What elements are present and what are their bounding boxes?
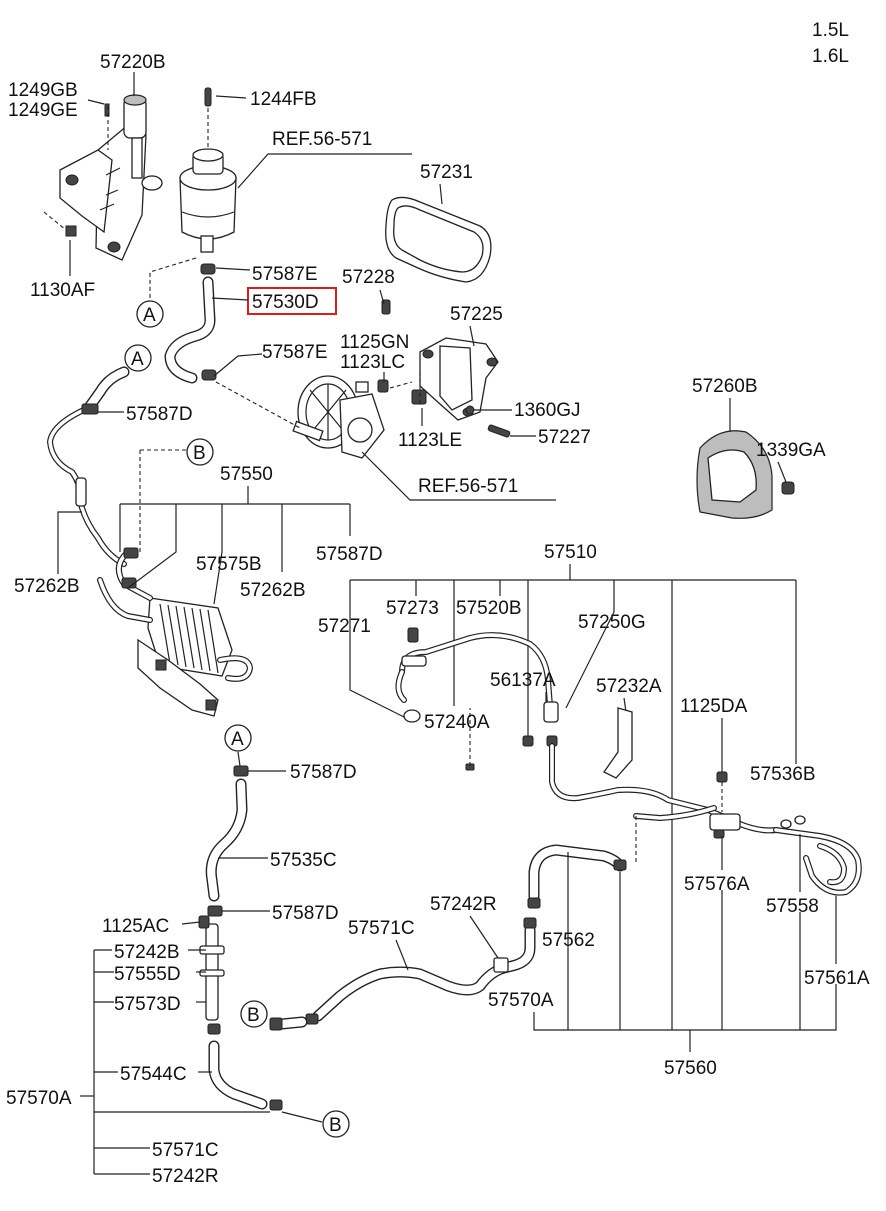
label-57587e-mid: 57587E bbox=[262, 342, 328, 363]
label-57550: 57550 bbox=[220, 464, 273, 485]
label-57576a: 57576A bbox=[684, 874, 750, 895]
label-57560: 57560 bbox=[664, 1058, 717, 1079]
label-57262b-left: 57262B bbox=[14, 576, 80, 597]
label-57544c: 57544C bbox=[120, 1064, 187, 1085]
marker-b-mid-label: B bbox=[247, 1005, 260, 1026]
label-57561a: 57561A bbox=[804, 968, 870, 989]
marker-b-mid bbox=[240, 1000, 268, 1028]
marker-a-left bbox=[124, 344, 152, 372]
label-57240a: 57240A bbox=[424, 712, 490, 733]
label-57260b: 57260B bbox=[692, 376, 758, 397]
label-57225: 57225 bbox=[450, 304, 503, 325]
power-steering-pump bbox=[292, 375, 385, 459]
marker-a-top bbox=[136, 300, 164, 328]
label-1339ga: 1339GA bbox=[756, 440, 826, 461]
ref-top: REF.56-571 bbox=[272, 129, 372, 150]
label-1123lc: 1123LC bbox=[340, 352, 405, 373]
label-57575b: 57575B bbox=[196, 554, 262, 575]
label-1249gb: 1249GB bbox=[8, 80, 78, 101]
pressure-line-57520b bbox=[395, 627, 559, 771]
label-1125da: 1125DA bbox=[680, 696, 748, 717]
label-57231: 57231 bbox=[420, 162, 473, 183]
label-57262b-mid: 57262B bbox=[240, 580, 306, 601]
label-57570a-left: 57570A bbox=[6, 1088, 72, 1109]
reservoir-bracket-57220b bbox=[59, 94, 163, 261]
label-57558: 57558 bbox=[766, 896, 819, 917]
label-57242r-bot: 57242R bbox=[152, 1166, 219, 1187]
engine-spec-2: 1.6L bbox=[812, 46, 849, 67]
reservoir bbox=[179, 87, 237, 253]
return-tube-57573d bbox=[198, 915, 225, 1035]
label-57273: 57273 bbox=[386, 598, 439, 619]
label-57571c-bot: 57571C bbox=[152, 1140, 219, 1161]
label-57530d: 57530D bbox=[252, 292, 319, 313]
label-57587d-c: 57587D bbox=[290, 762, 357, 783]
label-57536b: 57536B bbox=[750, 764, 816, 785]
label-1130af: 1130AF bbox=[30, 280, 95, 301]
clamp-57587e-mid bbox=[201, 369, 217, 381]
label-57220b: 57220B bbox=[100, 52, 166, 73]
oil-cooler-57550 bbox=[97, 547, 253, 717]
clamp-57587e-top bbox=[200, 263, 216, 275]
label-1125gn: 1125GN bbox=[340, 332, 409, 353]
marker-a-left-label: A bbox=[131, 349, 144, 370]
ref-pump: REF.56-571 bbox=[418, 476, 518, 497]
label-57573d: 57573D bbox=[114, 994, 181, 1015]
engine-spec-1: 1.5L bbox=[812, 20, 849, 41]
label-1244fb: 1244FB bbox=[250, 89, 317, 110]
label-57587e-top: 57587E bbox=[252, 264, 318, 285]
label-1249ge: 1249GE bbox=[8, 100, 78, 121]
label-57271: 57271 bbox=[318, 616, 371, 637]
label-57555d: 57555D bbox=[114, 964, 181, 985]
marker-b-top-label: B bbox=[193, 443, 206, 464]
marker-a-mid bbox=[224, 724, 252, 752]
label-57570a-right: 57570A bbox=[488, 990, 554, 1011]
label-57587d-a: 57587D bbox=[126, 404, 193, 425]
bracket-57232a bbox=[603, 707, 633, 779]
label-1360gj: 1360GJ bbox=[514, 400, 581, 421]
label-56137a: 56137A bbox=[490, 670, 556, 691]
marker-a-top-label: A bbox=[143, 305, 156, 326]
label-57535c: 57535C bbox=[270, 850, 337, 871]
label-57571c-mid: 57571C bbox=[348, 918, 415, 939]
label-57232a: 57232A bbox=[596, 676, 662, 697]
highlight-box-57530d bbox=[247, 287, 337, 315]
label-57250g: 57250G bbox=[578, 612, 646, 633]
drive-belt-57231 bbox=[385, 196, 492, 283]
label-1125ac: 1125AC bbox=[102, 916, 169, 937]
label-1123le: 1123LE bbox=[398, 430, 462, 451]
pump-bracket-57225 bbox=[377, 299, 511, 438]
marker-a-mid-label: A bbox=[231, 729, 244, 750]
label-57520b: 57520B bbox=[456, 598, 522, 619]
marker-b-bottom-label: B bbox=[329, 1115, 342, 1136]
label-57227: 57227 bbox=[538, 427, 591, 448]
marker-b-bottom bbox=[322, 1110, 350, 1138]
heat-shield-57260b bbox=[696, 430, 795, 519]
label-57587d-d: 57587D bbox=[272, 903, 339, 924]
label-57228: 57228 bbox=[342, 267, 395, 288]
label-57242r-mid: 57242R bbox=[430, 894, 497, 915]
label-57242b: 57242B bbox=[114, 942, 180, 963]
label-57510: 57510 bbox=[544, 542, 597, 563]
label-57587d-b: 57587D bbox=[316, 544, 383, 565]
marker-b-top bbox=[186, 438, 214, 466]
